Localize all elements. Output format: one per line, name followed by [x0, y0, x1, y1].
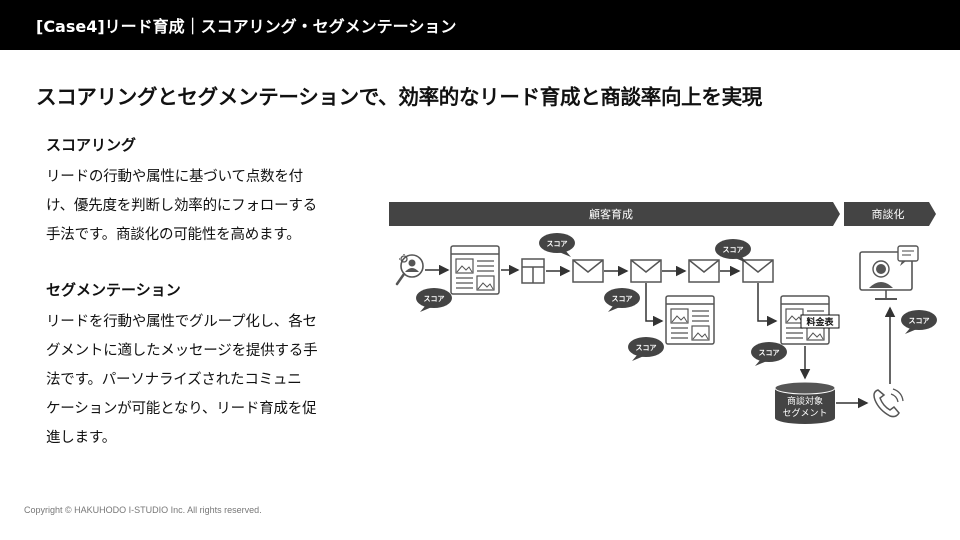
- score-bubble-label: スコア: [909, 317, 930, 325]
- score-bubble-label: スコア: [636, 344, 657, 352]
- segmentation-title: セグメンテーション: [46, 281, 181, 299]
- main-heading: スコアリングとセグメンテーションで、効率的なリード育成と商談率向上を実現: [36, 85, 762, 109]
- price-label: 料金表: [806, 316, 834, 328]
- score-bubble-label: スコア: [612, 295, 633, 303]
- stage-label-nurture: 顧客育成: [589, 207, 633, 221]
- webpage-icon: [450, 245, 500, 295]
- score-bubble-label: スコア: [547, 240, 568, 248]
- segment-label-line2: セグメント: [782, 407, 827, 419]
- stage-label-deal: 商談化: [872, 207, 905, 221]
- segment-label-line1: 商談対象: [787, 395, 823, 407]
- form-icon: [521, 258, 545, 284]
- segmentation-text-line: リードを行動や属性でグループ化し、各セ: [46, 314, 317, 330]
- segmentation-text-line: 法です。パーソナライズされたコミュニ: [46, 372, 302, 388]
- score-bubble: スコア: [539, 233, 575, 257]
- mail-icon: [630, 259, 662, 283]
- scoring-title: スコアリング: [46, 136, 137, 154]
- segmentation-text-line: グメントに適したメッセージを提供する手: [46, 343, 318, 359]
- stage-banner-nurture: [389, 202, 840, 226]
- segmentation-text-line: ケーションが可能となり、リード育成を促: [46, 401, 317, 417]
- copyright: Copyright © HAKUHODO I-STUDIO Inc. All r…: [24, 505, 262, 515]
- video-call-icon: [859, 245, 919, 300]
- score-bubble-label: スコア: [759, 349, 780, 357]
- database-icon: [774, 381, 836, 424]
- mail-icon: [742, 259, 774, 283]
- scoring-text-line: け、優先度を判断し効率的にフォローする: [46, 198, 317, 214]
- lead-nurturing-diagram: 顧客育成 商談化 スコア スコア スコア: [389, 202, 937, 424]
- segmentation-text-line: 進します。: [46, 430, 117, 446]
- score-bubble: スコア: [715, 239, 751, 263]
- mail-icon: [572, 259, 604, 283]
- score-bubble-label: スコア: [424, 295, 445, 303]
- score-bubble: スコア: [604, 288, 640, 312]
- scoring-text-line: 手法です。商談化の可能性を高めます。: [46, 227, 301, 243]
- price-tag: [800, 314, 840, 329]
- scoring-text-line: リードの行動や属性に基づいて点数を付: [46, 169, 303, 185]
- stage-banner-deal: [844, 202, 936, 226]
- search-user-icon: [395, 254, 424, 286]
- score-bubble: スコア: [901, 310, 937, 334]
- phone-icon: [873, 388, 904, 418]
- header-bar: [Case4]リード育成｜スコアリング・セグメンテーション: [0, 0, 960, 50]
- mail-icon: [688, 259, 720, 283]
- header-title: [Case4]リード育成｜スコアリング・セグメンテーション: [36, 17, 457, 36]
- score-bubble: スコア: [628, 337, 664, 361]
- segmentation-section: セグメンテーション リードを行動や属性でグループ化し、各セ グメントに適したメッ…: [46, 280, 358, 453]
- score-bubble-label: スコア: [723, 246, 744, 254]
- score-bubble: スコア: [416, 288, 452, 312]
- score-bubble: スコア: [751, 342, 787, 366]
- scoring-section: スコアリング リードの行動や属性に基づいて点数を付 け、優先度を判断し効率的にフ…: [46, 135, 358, 250]
- webpage-icon: [665, 295, 715, 345]
